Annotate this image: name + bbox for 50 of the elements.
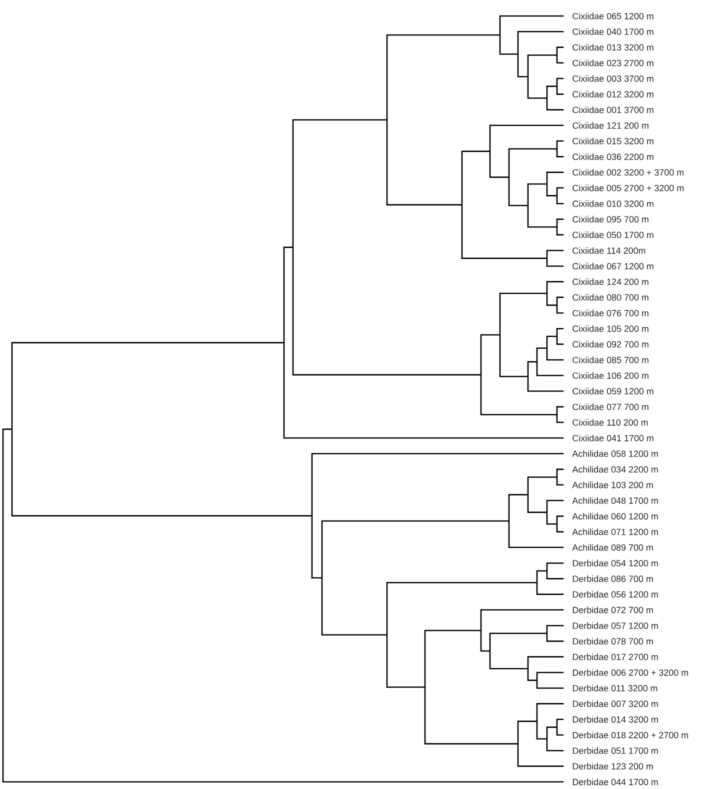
taxon-label: Cixiidae 015 3200 m [572,138,654,144]
taxon-label: Cixiidae 092 700 m [572,340,648,348]
taxon-label: Cixiidae 105 200 m [572,325,648,332]
taxon-label: Cixiidae 067 1200 m [572,262,654,270]
taxon-label: Cixiidae 076 700 m [572,310,648,316]
taxon-label: Derbidae 054 1200 m [572,560,658,566]
taxon-label: Achilidae 048 1700 m [572,497,658,504]
taxon-label: Derbidae 057 1200 m [572,622,658,629]
taxon-label: Cixiidae 080 700 m [572,294,648,301]
taxon-label: Derbidae 014 3200 m [572,716,658,723]
taxon-label: Derbidae 018 2200 + 2700 m [572,732,688,738]
taxon-label: Derbidae 056 1200 m [572,591,658,598]
taxon-label: Derbidae 007 3200 m [572,700,658,707]
taxon-label: Cixiidae 065 1200 m [572,12,654,20]
taxon-label: Derbidae 006 2700 + 3200 m [572,669,688,676]
taxon-label: Derbidae 086 700 m [572,575,653,582]
taxon-label: Cixiidae 095 700 m [572,216,648,222]
taxon-label: Achilidae 034 2200 m [572,466,658,473]
taxon-label: Cixiidae 023 2700 m [572,60,654,66]
taxon-label: Achilidae 060 1200 m [572,512,658,520]
taxon-label: Achilidae 058 1200 m [572,450,658,457]
taxon-label: Cixiidae 041 1700 m [572,434,654,442]
taxon-label: Achilidae 071 1200 m [572,528,658,536]
taxon-label: Cixiidae 121 200 m [572,122,648,129]
taxon-label: Cixiidae 012 3200 m [572,90,654,98]
taxon-label: Cixiidae 114 200m [572,247,646,254]
taxon-label: Cixiidae 059 1200 m [572,388,654,394]
taxon-label: Cixiidae 040 1700 m [572,28,654,35]
taxon-label: Derbidae 123 200 m [572,762,653,770]
taxon-label: Cixiidae 036 2200 m [572,153,654,160]
taxon-label: Cixiidae 050 1700 m [572,232,654,238]
taxon-label: Cixiidae 003 3700 m [572,75,654,82]
taxon-label: Cixiidae 002 3200 + 3700 m [572,169,684,176]
taxon-label: Cixiidae 077 700 m [572,404,648,410]
taxon-label: Cixiidae 005 2700 + 3200 m [572,184,684,192]
taxon-label: Derbidae 017 2700 m [572,654,658,660]
taxon-label: Cixiidae 124 200 m [572,278,648,285]
taxon-label: Derbidae 051 1700 m [572,747,658,754]
taxon-label: Derbidae 011 3200 m [572,684,658,692]
taxon-label: Cixiidae 001 3700 m [572,106,654,114]
taxon-label: Cixiidae 085 700 m [572,356,648,364]
taxon-label: Derbidae 078 700 m [572,638,653,644]
taxon-label: Achilidae 089 700 m [572,544,653,551]
taxon-label: Cixiidae 013 3200 m [572,44,654,51]
taxon-label: Cixiidae 010 3200 m [572,200,654,207]
taxon-label: Cixiidae 110 200 m [572,419,648,426]
taxon-label: Achilidae 103 200 m [572,482,653,488]
taxon-label: Derbidae 044 1700 m [572,778,658,786]
taxon-label: Cixiidae 106 200 m [572,372,648,379]
taxon-label: Derbidae 072 700 m [572,606,653,614]
